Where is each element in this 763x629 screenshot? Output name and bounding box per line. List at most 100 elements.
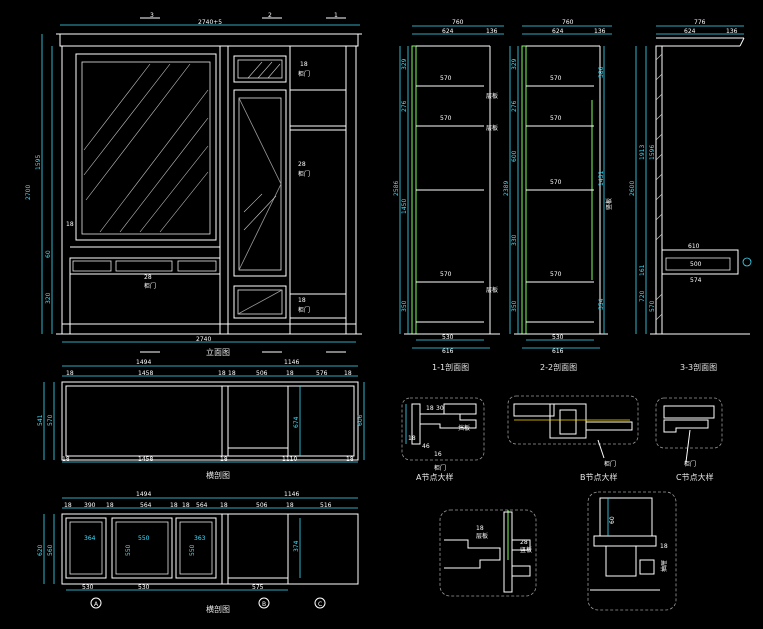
s3-inner-dim-2: 500 <box>690 261 702 268</box>
detail-d: 18 层板 28 竖板 <box>439 509 537 597</box>
p2-top-dim-2: 1146 <box>284 491 299 498</box>
p2-left-dim-1: 620 <box>37 544 44 556</box>
front-label-c2: 柜门 <box>298 170 310 178</box>
s3-top-dim-3: 136 <box>726 28 738 35</box>
p1-right-dim-2: 606 <box>357 414 364 426</box>
p2-cell-dim-2a: 550 <box>125 544 132 556</box>
s2-shelf-dim-2: 570 <box>550 115 562 122</box>
da-dim-1: 18 <box>426 405 434 412</box>
front-left-dim-2: 2700 <box>25 185 32 200</box>
p1-top-dim-7: 506 <box>256 370 268 377</box>
p1-top-dim-3: 18 <box>66 370 74 377</box>
p1-top-dim-8: 18 <box>286 370 294 377</box>
s1-left-dim-9: 350 <box>401 300 408 312</box>
db-title: B节点大样 <box>580 472 618 482</box>
s2-left-dim-7: 330 <box>511 234 518 246</box>
front-label-d: 18 <box>298 297 306 304</box>
p2-left-dim-2: 560 <box>47 544 54 556</box>
s3-left-dim-5: 161 <box>639 264 646 276</box>
s2-right-dim-1: 386 <box>598 66 605 78</box>
p1-top-dim-9: 576 <box>316 370 328 377</box>
front-label-d2: 柜门 <box>298 306 310 314</box>
de-label-2: 抽屉 <box>660 560 668 572</box>
p1-top-dim-6: 18 <box>228 370 236 377</box>
p2-right-dim-1: 374 <box>293 540 300 552</box>
s1-bottom-dim-2: 616 <box>442 348 454 355</box>
s1-view-title: 1-1剖面图 <box>432 362 469 372</box>
p2-top-dim-3: 18 <box>64 502 72 509</box>
s1-shelf-label-3: 层板 <box>486 286 498 294</box>
plan-view-1: 1494 1146 18 1458 18 18 506 18 576 18 54… <box>37 359 365 480</box>
p2-cell-dim-3a: 550 <box>189 544 196 556</box>
p1-top-dim-4: 1458 <box>138 370 153 377</box>
p1-bottom-dim-1: 18 <box>62 456 70 463</box>
s2-left-dim-1: 329 <box>511 58 518 70</box>
p2-detail-mark-a: A <box>94 601 99 608</box>
s1-top-dim-3: 136 <box>486 28 498 35</box>
s3-left-dim-1: 1913 <box>639 145 646 160</box>
p2-top-dim-1: 1494 <box>136 491 151 498</box>
dd-label-3: 28 <box>520 539 528 546</box>
detail-c: 柜门 C节点大样 <box>655 397 723 482</box>
section-2-2: 760 624 136 570 570 570 570 329 276 600 … <box>503 19 613 372</box>
p2-top-dim-11: 506 <box>256 502 268 509</box>
da-dim-2: 30 <box>436 405 444 412</box>
s3-top-dim-1: 776 <box>694 19 706 26</box>
s3-left-dim-2: 1596 <box>649 145 656 160</box>
dc-label-1: 柜门 <box>684 460 696 468</box>
p2-top-dim-8: 18 <box>182 502 190 509</box>
s2-bottom-dim-1: 530 <box>552 334 564 341</box>
detail-e: 60 18 抽屉 <box>587 491 677 611</box>
p2-bottom-dim-2: 530 <box>138 584 150 591</box>
p2-top-dim-5: 18 <box>106 502 114 509</box>
da-label-1: 挡板 <box>458 424 470 432</box>
s1-shelf-dim-2: 570 <box>440 115 452 122</box>
da-label-2: 柜门 <box>434 464 446 472</box>
s3-left-dim-3: 2600 <box>629 181 636 196</box>
s3-left-dim-6: 720 <box>639 290 646 302</box>
p1-bottom-dim-4: 1110 <box>282 456 297 463</box>
p1-left-dim-2: 570 <box>47 414 54 426</box>
db-label-1: 柜门 <box>604 460 616 468</box>
detail-a: 18 30 18 46 16 挡板 柜门 A节点大样 <box>401 397 485 482</box>
p1-top-dim-1: 1494 <box>136 359 151 366</box>
p1-top-dim-5: 18 <box>218 370 226 377</box>
p2-cell-dim-1: 364 <box>84 535 96 542</box>
dd-label-4: 竖板 <box>520 546 532 554</box>
front-top-dim: 2740+5 <box>198 19 222 26</box>
dd-label-2: 层板 <box>476 532 488 540</box>
front-left-dim-1: 1595 <box>35 155 42 170</box>
s2-bottom-dim-2: 616 <box>552 348 564 355</box>
s1-shelf-label-1: 层板 <box>486 92 498 100</box>
dd-label-1: 18 <box>476 525 484 532</box>
da-dim-3: 18 <box>408 435 416 442</box>
s1-left-dim-6: 2586 <box>393 181 400 196</box>
front-view-title: 立面图 <box>206 347 230 357</box>
front-label-e: 28 <box>144 274 152 281</box>
p2-top-dim-9: 564 <box>196 502 208 509</box>
s1-left-dim-5: 1450 <box>401 199 408 214</box>
s1-top-dim-2: 624 <box>442 28 454 35</box>
front-overall-width: 2740 <box>196 336 211 343</box>
p2-view-title: 横剖图 <box>206 604 230 614</box>
s3-inner-dim-1: 610 <box>688 243 700 250</box>
front-label-c: 28 <box>298 161 306 168</box>
p1-bottom-dim-2: 1458 <box>138 456 153 463</box>
s2-top-dim-3: 136 <box>594 28 606 35</box>
p1-top-dim-10: 18 <box>344 370 352 377</box>
p1-top-dim-2: 1146 <box>284 359 299 366</box>
section-3-3: 776 624 136 610 500 574 <box>629 19 752 372</box>
detail-b: 柜门 B节点大样 <box>507 395 639 482</box>
s1-top-dim-1: 760 <box>452 19 464 26</box>
s1-shelf-label-2: 层板 <box>486 124 498 132</box>
p2-detail-mark-b: B <box>262 601 266 608</box>
p2-top-dim-4: 390 <box>84 502 96 509</box>
p1-bottom-dim-5: 18 <box>346 456 354 463</box>
de-label-3: 60 <box>609 516 616 524</box>
p2-top-dim-13: 516 <box>320 502 332 509</box>
p2-top-dim-6: 564 <box>140 502 152 509</box>
s2-right-dim-2: 1431 <box>598 171 605 186</box>
s1-shelf-dim-1: 570 <box>440 75 452 82</box>
da-title: A节点大样 <box>416 472 453 482</box>
front-section-mark-1: 1 <box>334 12 338 19</box>
